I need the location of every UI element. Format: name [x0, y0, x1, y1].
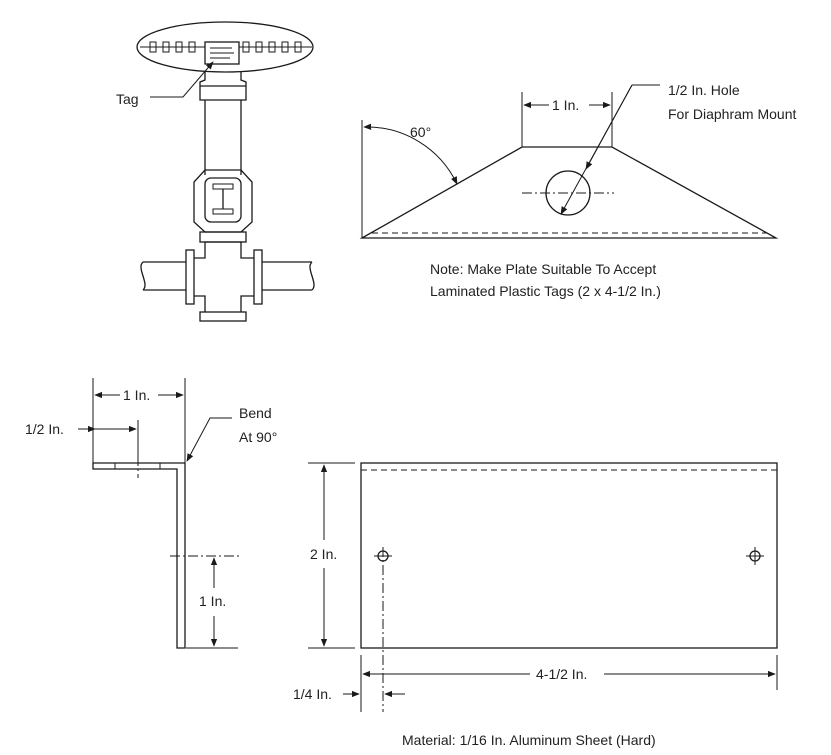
bottom-flange [199, 311, 247, 322]
valve-body [194, 241, 254, 312]
pipe-right [262, 261, 312, 291]
top-width-label: 1 In. [552, 97, 579, 113]
hole-label-line2: For Diaphram Mount [668, 106, 796, 122]
tag-plate [204, 41, 240, 65]
side-half-label: 1/2 In. [25, 421, 64, 437]
trapezoid-view: 60° 1 In. 1/2 In. Hole For Diaphram Moun… [359, 82, 796, 299]
plate-edge-label: 1/4 In. [293, 686, 332, 702]
flat-plate [360, 462, 778, 649]
yoke-window [204, 177, 242, 223]
side-view: 1 In. 1/2 In. Bend At 90° 1 In. [25, 378, 277, 649]
material-note: Material: 1/16 In. Aluminum Sheet (Hard) [402, 732, 656, 748]
diaphragm-bolts [149, 41, 302, 53]
flange-left [185, 249, 195, 305]
note-line2: Laminated Plastic Tags (2 x 4-1/2 In.) [430, 283, 661, 299]
side-height-label: 1 In. [199, 593, 226, 609]
hole-label-line1: 1/2 In. Hole [668, 82, 740, 98]
angle-arc [363, 123, 458, 185]
side-width-label: 1 In. [123, 387, 150, 403]
trapezoid-plate [359, 146, 779, 239]
tag-label: Tag [116, 91, 139, 107]
tag-leader [150, 61, 214, 98]
note-line1: Note: Make Plate Suitable To Accept [430, 261, 656, 277]
bend-label-line2: At 90° [239, 429, 277, 445]
bonnet-flange [199, 231, 247, 243]
pipe-left [143, 261, 190, 291]
plate-height-label: 2 In. [310, 546, 337, 562]
bend-leader [186, 417, 232, 462]
flat-plate-view: 2 In. 4-1/2 In. 1/4 In. Material: 1/16 I… [293, 462, 778, 748]
angle-label: 60° [410, 124, 431, 140]
bend-label-line1: Bend [239, 405, 272, 421]
plate-width-label: 4-1/2 In. [536, 666, 587, 682]
diaphragm-housing [136, 21, 314, 73]
flange-right [253, 249, 263, 305]
valve-assembly: Tag [116, 21, 315, 322]
stem-column [204, 100, 242, 175]
yoke-top [199, 72, 247, 101]
